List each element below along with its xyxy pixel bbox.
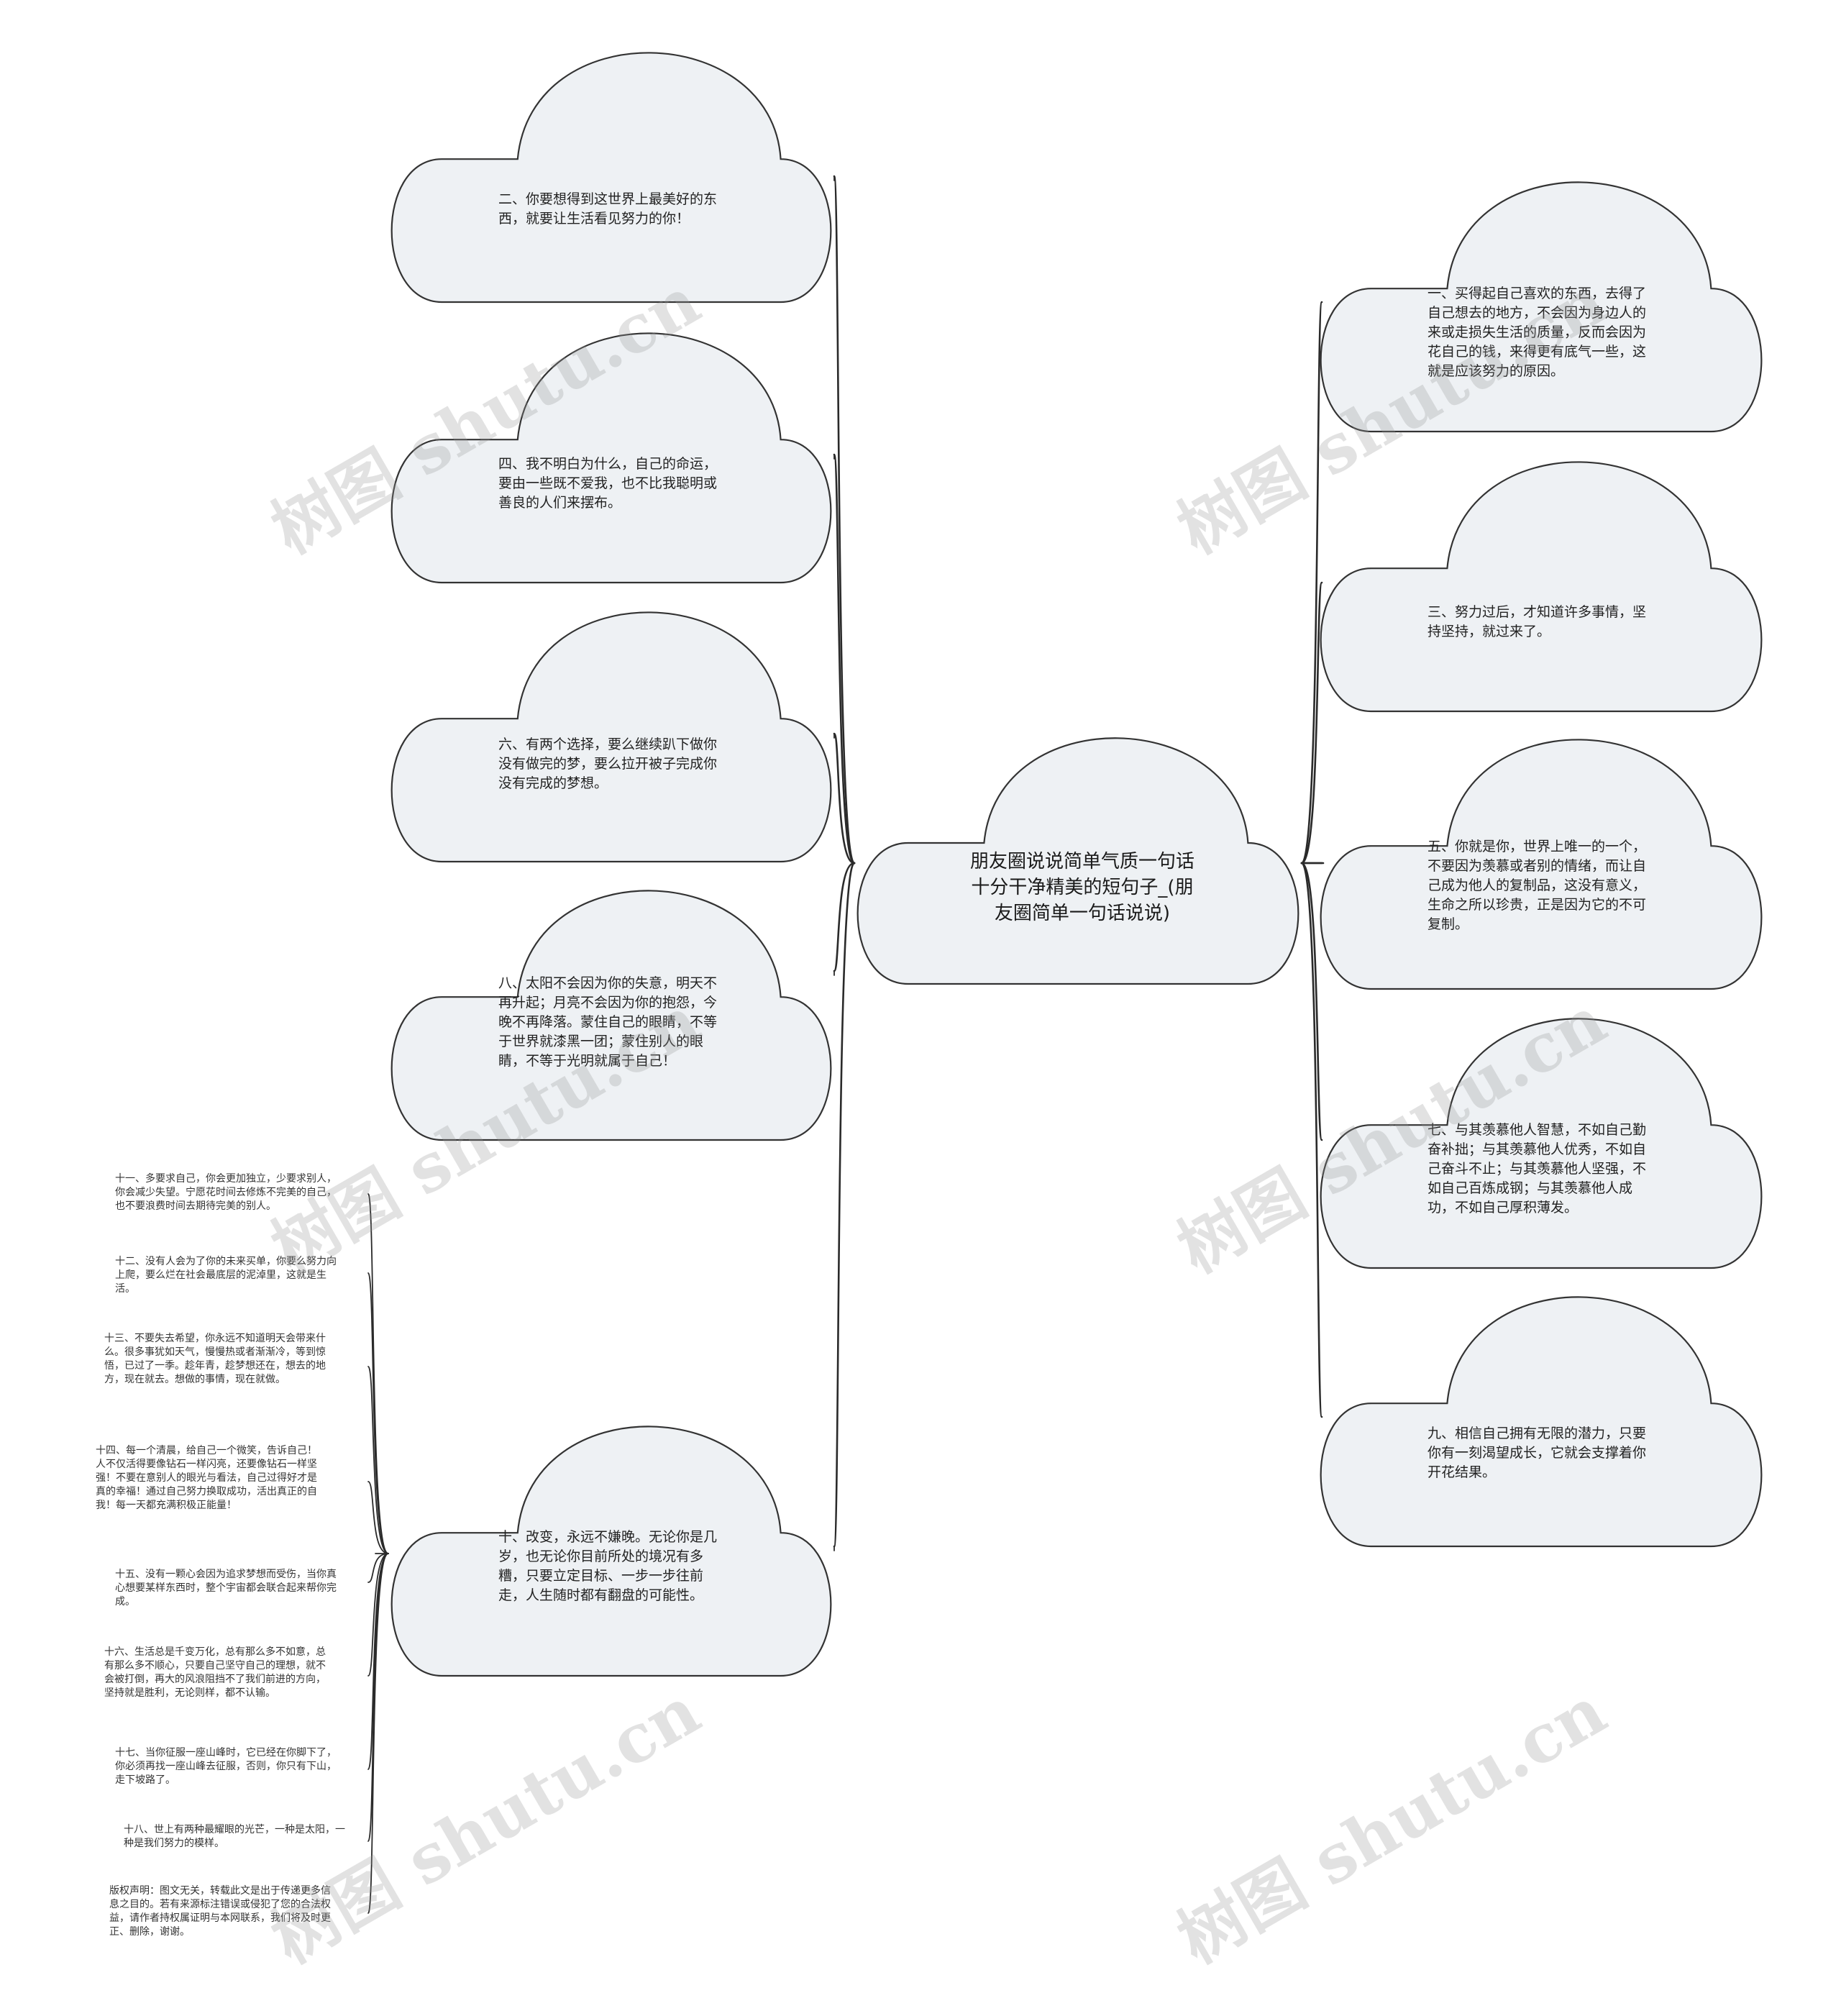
right-node-3[interactable]: 五、你就是你，世界上唯一的一个，不要因为羡慕或者别的情绪，而让自己成为他人的复制… xyxy=(1427,839,1647,932)
right-node-4[interactable]: 七、与其羡慕他人智慧，不如自己勤奋补拙；与其羡慕他人优秀，不如自己奋斗不止；与其… xyxy=(1427,1122,1647,1215)
leaf-node-3[interactable]: 十三、不要失去希望，你永远不知道明天会带来什么。很多事犹如天气，慢慢热或者渐渐冷… xyxy=(104,1333,326,1385)
cloud-shapes xyxy=(390,52,1763,1677)
right-cloud-1 xyxy=(1320,181,1763,433)
left-branch-1 xyxy=(833,175,856,865)
left-branch-2 xyxy=(833,453,856,865)
leaf-node-5[interactable]: 十五、没有一颗心会因为追求梦想而受伤，当你真心想要某样东西时，整个宇宙都会联合起… xyxy=(115,1569,337,1607)
right-cloud-3 xyxy=(1320,739,1763,990)
left-node-2[interactable]: 四、我不明白为什么，自己的命运，要由一些既不爱我，也不比我聪明或善良的人们来摆布… xyxy=(498,456,718,511)
leaf-branch-4 xyxy=(367,1481,389,1554)
leaf-branch-8 xyxy=(367,1553,389,1842)
right-branch-2 xyxy=(1300,581,1323,865)
center-cloud xyxy=(856,737,1299,985)
leaf-node-1[interactable]: 十一、多要求自己，你会更加独立，少要求别人，你会减少失望。宁愿花时间去修炼不完美… xyxy=(115,1173,337,1212)
leaf-branch-3 xyxy=(367,1366,389,1554)
leaf-branch-1 xyxy=(367,1193,389,1554)
leaf-node-9[interactable]: 版权声明：图文无关，转载此文是出于传递更多信息之目的。若有来源标注错误或侵犯了您… xyxy=(109,1885,331,1938)
left-branch-4 xyxy=(833,862,856,972)
leaf-branch-2 xyxy=(367,1272,389,1554)
left-branch-3 xyxy=(833,732,856,865)
leaf-node-6[interactable]: 十六、生活总是千变万化，总有那么多不如意，总有那么多不顺心，只要自己坚守自己的理… xyxy=(104,1646,326,1699)
leaf-branch-5 xyxy=(367,1553,389,1583)
right-node-5[interactable]: 九、相信自己拥有无限的潜力，只要你有一刻渴望成长，它就会支撑着你开花结果。 xyxy=(1427,1426,1647,1480)
leaf-node-7[interactable]: 十七、当你征服一座山峰时，它已经在你脚下了，你必须再找一座山峰去征服，否则，你只… xyxy=(115,1747,337,1786)
right-node-1[interactable]: 一、买得起自己喜欢的东西，去得了自己想去的地方，不会因为身边人的来或走损失生活的… xyxy=(1427,286,1647,379)
left-cloud-3 xyxy=(390,611,832,863)
leaf-branch-6 xyxy=(367,1553,389,1677)
left-node-1[interactable]: 二、你要想得到这世界上最美好的东西，就要让生活看见努力的你！ xyxy=(498,191,718,227)
right-branch-5 xyxy=(1300,862,1323,1418)
right-cloud-2 xyxy=(1320,461,1763,713)
right-cloud-4 xyxy=(1320,1018,1763,1269)
left-cloud-2 xyxy=(390,332,832,584)
left-cloud-4 xyxy=(390,890,832,1141)
right-branch-1 xyxy=(1300,301,1323,865)
branch-lines xyxy=(367,175,1325,1914)
leaf-node-4[interactable]: 十四、每一个清晨，给自己一个微笑，告诉自己！人不仅活得要像钻石一样闪亮，还要像钻… xyxy=(96,1445,317,1511)
right-node-2[interactable]: 三、努力过后，才知道许多事情，坚持坚持，就过来了。 xyxy=(1427,604,1647,639)
left-cloud-1 xyxy=(390,52,832,304)
leaf-node-8[interactable]: 十八、世上有两种最耀眼的光芒，一种是太阳，一种是我们努力的模样。 xyxy=(124,1824,345,1849)
left-node-4[interactable]: 八、太阳不会因为你的失意，明天不再升起；月亮不会因为你的抱怨，今晚不再降落。蒙住… xyxy=(498,975,718,1069)
left-branch-5 xyxy=(833,862,856,1548)
left-node-3[interactable]: 六、有两个选择，要么继续趴下做你没有做完的梦，要么拉开被子完成你没有完成的梦想。 xyxy=(498,736,718,791)
left-cloud-5 xyxy=(390,1426,832,1677)
left-node-5[interactable]: 十、改变，永远不嫌晚。无论你是几岁，也无论你目前所处的境况有多糟，只要立定目标、… xyxy=(498,1529,718,1603)
right-cloud-5 xyxy=(1320,1296,1763,1548)
center-topic[interactable]: 朋友圈说说简单气质一句话十分干净精美的短句子_(朋友圈简单一句话说说) xyxy=(969,851,1194,924)
leaf-node-2[interactable]: 十二、没有人会为了你的未来买单，你要么努力向上爬，要么烂在社会最底层的泥淖里，这… xyxy=(115,1256,337,1295)
leaf-branch-9 xyxy=(367,1553,389,1914)
right-branch-4 xyxy=(1300,862,1323,1141)
leaf-branch-7 xyxy=(367,1553,389,1770)
